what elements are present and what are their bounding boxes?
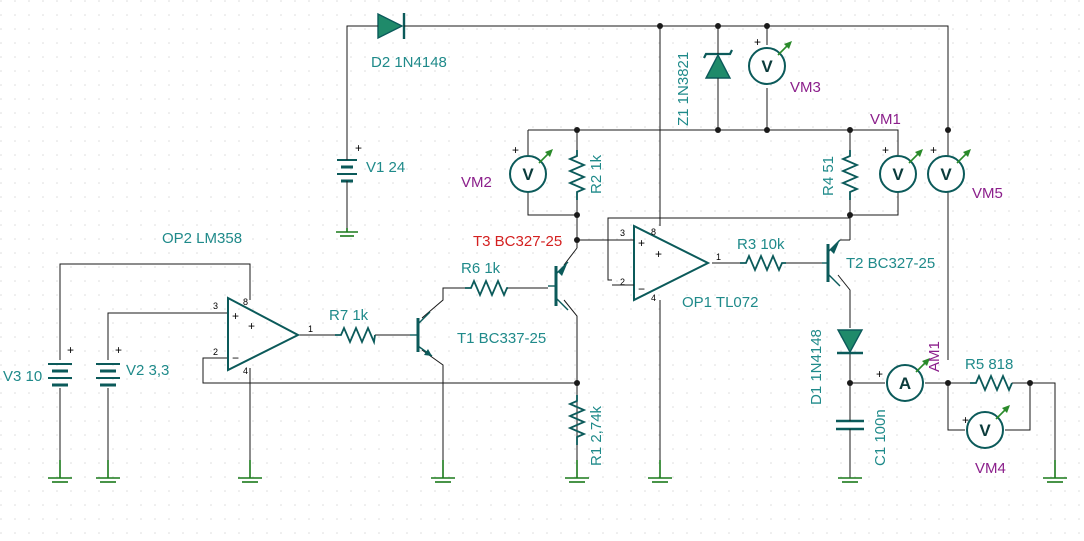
label-c1: C1 100n	[872, 409, 889, 466]
label-z1: Z1 1N3821	[675, 52, 692, 126]
voltmeter-vm5: V +	[927, 143, 971, 193]
diode-d2	[372, 12, 410, 40]
label-op1: OP1 TL072	[682, 294, 758, 311]
ground-icon	[431, 460, 455, 483]
op1-pin-8: 8	[651, 227, 656, 237]
label-v1: V1 24	[366, 159, 405, 176]
label-t1: T1 BC337-25	[457, 330, 546, 347]
op1-pin-1: 1	[716, 252, 721, 262]
label-r7: R7 1k	[329, 307, 369, 324]
op2-pin-3: 3	[213, 301, 218, 311]
label-vm2: VM2	[461, 174, 492, 191]
op1-plus-sign-inner: +	[655, 247, 662, 261]
v1-plus-sign: +	[355, 141, 362, 155]
label-r4: R4 51	[820, 156, 837, 196]
op1-pin-2: 2	[620, 277, 625, 287]
label-r2: R2 1k	[588, 154, 605, 194]
voltmeter-symbol: V	[892, 165, 904, 184]
zener-diode-z1	[703, 45, 733, 88]
battery-v1	[337, 145, 357, 195]
resistor-r2	[567, 150, 587, 200]
op2-pin-4: 4	[243, 366, 248, 376]
ground-icon	[648, 460, 672, 483]
resistor-r1	[567, 395, 587, 445]
op2-pin-1: 1	[308, 324, 313, 334]
voltmeter-vm4: V +	[962, 405, 1010, 449]
label-v2: V2 3,3	[126, 362, 169, 379]
vm2-plus-sign: +	[512, 143, 519, 157]
label-r5: R5 818	[965, 356, 1013, 373]
op1-pin-4: 4	[651, 293, 656, 303]
ground-icon	[838, 477, 862, 483]
junction-dots	[574, 23, 1033, 386]
voltmeter-symbol: V	[522, 165, 534, 184]
v2-plus-sign: +	[115, 343, 122, 357]
voltmeter-symbol: V	[979, 421, 991, 440]
ground-icon	[96, 460, 120, 483]
label-r3: R3 10k	[737, 236, 785, 253]
resistor-r4	[840, 150, 860, 200]
resistor-r7	[335, 325, 376, 346]
voltmeter-vm3: V +	[748, 35, 792, 85]
voltmeter-vm2: V +	[509, 143, 553, 193]
battery-v3	[48, 363, 72, 387]
op2-pin-8: 8	[243, 297, 248, 307]
resistor-r3	[740, 253, 786, 273]
ammeter-am1: A +	[876, 358, 930, 402]
ground-icon	[565, 460, 589, 483]
label-vm5: VM5	[972, 185, 1003, 202]
label-d2: D2 1N4148	[371, 54, 447, 71]
op1-pin-3: 3	[620, 228, 625, 238]
label-op2: OP2 LM358	[162, 230, 242, 247]
op2-plus-sign-inner: +	[248, 319, 255, 333]
label-vm3: VM3	[790, 79, 821, 96]
ground-icon	[336, 228, 358, 237]
diode-d1	[836, 329, 864, 355]
ground-icon	[48, 460, 72, 483]
label-vm4: VM4	[975, 460, 1006, 477]
resistor-r6	[465, 278, 508, 298]
op2-minus-sign: −	[232, 351, 239, 365]
transistor-t2	[822, 239, 850, 287]
am1-plus-sign: +	[876, 367, 883, 381]
vm4-plus-sign: +	[962, 413, 969, 427]
op1-minus-sign: −	[638, 282, 645, 296]
vm5-plus-sign: +	[930, 143, 937, 157]
transistor-t3	[548, 261, 569, 311]
transistor-t1	[410, 311, 433, 357]
wires	[59, 25, 1056, 478]
label-r1: R1 2,74k	[588, 405, 605, 466]
label-am1: AM1	[926, 341, 943, 372]
label-t3: T3 BC327-25	[473, 233, 562, 250]
op1-plus-sign: +	[638, 236, 645, 250]
op2-pin-2: 2	[213, 347, 218, 357]
label-d1: D1 1N4148	[808, 329, 825, 405]
vm3-plus-sign: +	[754, 35, 761, 49]
label-vm1: VM1	[870, 111, 901, 128]
voltmeter-symbol: V	[940, 165, 952, 184]
label-r6: R6 1k	[461, 260, 501, 277]
voltmeter-vm1: V +	[879, 143, 923, 193]
voltmeter-symbol: V	[761, 57, 773, 76]
opamp-op2: + + − 3 2 1 8 4	[213, 296, 313, 376]
grounds	[48, 228, 1067, 483]
opamp-op1: + + − 3 2 1 8 4	[612, 224, 721, 303]
ground-icon	[238, 460, 262, 483]
ammeter-symbol: A	[899, 374, 911, 393]
vm1-plus-sign: +	[882, 143, 889, 157]
v3-plus-sign: +	[67, 343, 74, 357]
resistors	[335, 150, 1013, 445]
label-v3: V3 10	[3, 368, 42, 385]
resistor-r5	[970, 373, 1013, 393]
ground-icon	[1043, 460, 1067, 483]
label-t2: T2 BC327-25	[846, 255, 935, 272]
op2-plus-sign: +	[232, 309, 239, 323]
battery-v2	[96, 363, 120, 387]
capacitor-c1	[836, 410, 864, 440]
